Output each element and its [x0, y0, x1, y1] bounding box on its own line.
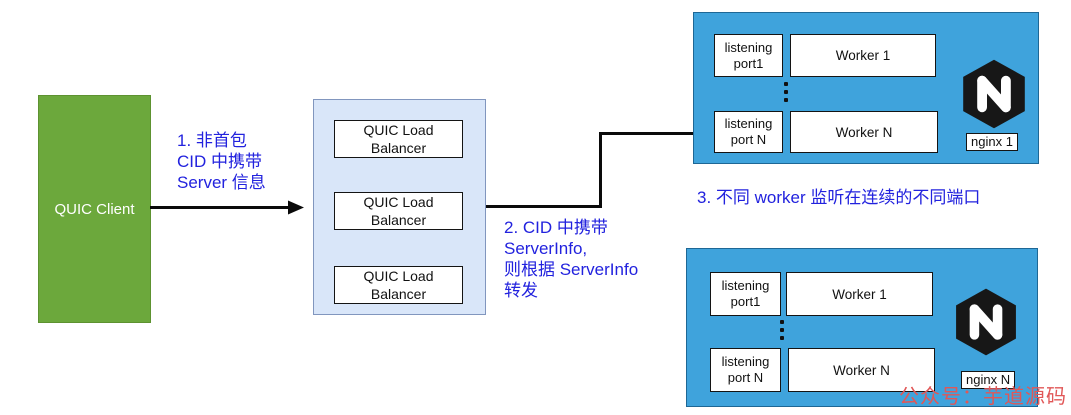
watermark-text: 公众号：芋道源码 — [899, 386, 1067, 408]
annotation-step1: 1. 非首包 CID 中携带 Server 信息 — [177, 131, 266, 192]
annotation-step3: 3. 不同 worker 监听在连续的不同端口 — [697, 188, 981, 207]
nginx1-listening-port1-box: listening port1 — [714, 34, 783, 77]
quic-client-label: QUIC Client — [54, 200, 135, 218]
nginx-logo-icon — [963, 59, 1025, 129]
vertical-ellipsis-icon — [784, 82, 788, 102]
lb-node-3: QUIC Load Balancer — [334, 266, 463, 304]
vertical-ellipsis-icon — [780, 320, 784, 340]
nginxN-worker-1-box: Worker 1 — [786, 272, 933, 316]
nginx-server-1: listening port1 Worker 1 listening port … — [693, 12, 1039, 164]
nginx-server-N: listening port1 Worker 1 listening port … — [686, 248, 1038, 407]
annotation-step2: 2. CID 中携带 ServerInfo, 则根据 ServerInfo 转发 — [504, 218, 639, 300]
nginx1-worker-1-box: Worker 1 — [790, 34, 936, 77]
lb-cluster-panel: QUIC Load Balancer QUIC Load Balancer QU… — [313, 99, 486, 315]
quic-client-node: QUIC Client — [38, 95, 151, 323]
lb-node-1: QUIC Load Balancer — [334, 120, 463, 158]
nginxN-listening-portN-box: listening port N — [710, 348, 781, 392]
nginx1-worker-N-box: Worker N — [790, 111, 938, 153]
nginx-logo-icon — [956, 288, 1016, 356]
nginxN-worker-N-box: Worker N — [788, 348, 935, 392]
arrow-lb-to-nginx1 — [486, 126, 710, 208]
nginx1-listening-portN-box: listening port N — [714, 111, 783, 153]
nginxN-name-label: nginx N — [961, 371, 1016, 389]
lb-node-2: QUIC Load Balancer — [334, 192, 463, 230]
arrow-client-to-lb — [150, 200, 304, 215]
nginx1-name-label: nginx 1 — [966, 133, 1018, 151]
nginxN-listening-port1-box: listening port1 — [710, 272, 781, 316]
